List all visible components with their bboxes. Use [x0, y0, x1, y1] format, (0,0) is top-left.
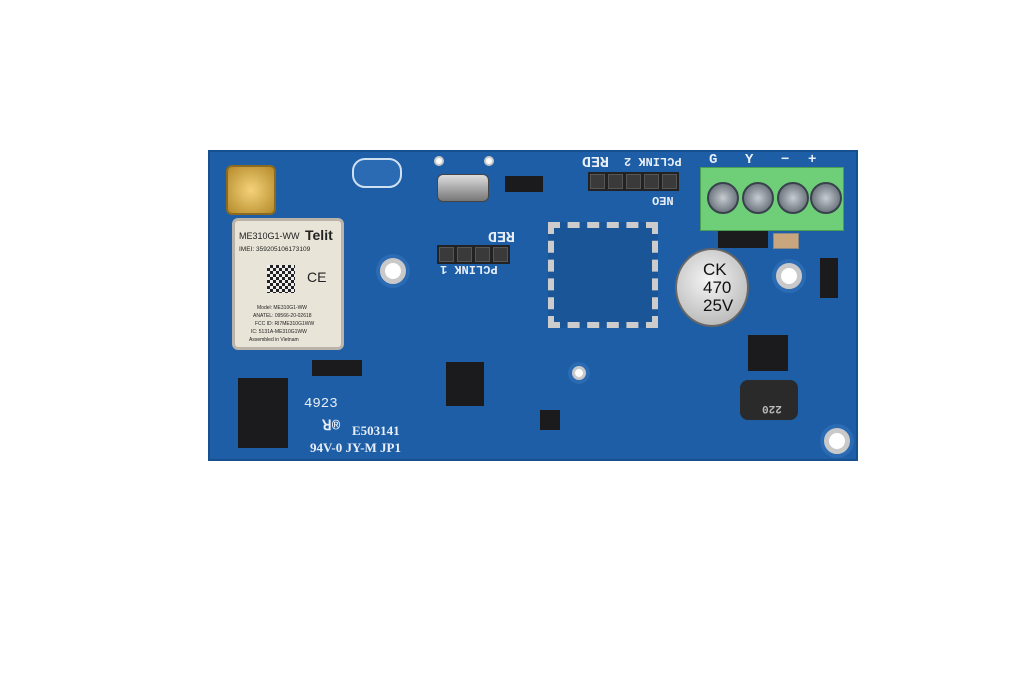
usb-hole-right [484, 156, 494, 166]
board-rating: 94V-0 JY-M JP1 [310, 440, 401, 455]
diode-under-terminal [718, 230, 768, 248]
terminal-y-label: Y [745, 152, 754, 168]
mounting-hole-right [776, 263, 802, 289]
screw-icon[interactable] [707, 182, 739, 214]
ul-mark-icon: ꓤ® [322, 419, 341, 435]
capacitor-line1: CK [703, 260, 727, 279]
usb-hole-left [434, 156, 444, 166]
inductor [740, 380, 798, 420]
module-ic: IC: 5131A-ME310G1WW [251, 329, 307, 335]
ic-chip-middle [446, 362, 484, 406]
screw-icon[interactable] [777, 182, 809, 214]
module-imei: IMEI: 359205106173109 [239, 246, 311, 253]
red1-label: RED [488, 227, 516, 244]
mounting-hole-top [352, 158, 402, 188]
screw-icon[interactable] [810, 182, 842, 214]
terminal-minus-label: − [781, 152, 790, 168]
screw-terminal-block[interactable] [700, 167, 844, 231]
pclink2-label: PCLINK 2 [624, 154, 682, 168]
screw-icon[interactable] [742, 182, 774, 214]
telit-modem-module: ME310G1-WW Telit IMEI: 359205106173109 C… [232, 218, 344, 350]
sma-antenna-connector [226, 165, 276, 215]
board-code: 4923 [304, 396, 338, 412]
module-brand: Telit [305, 227, 333, 243]
main-microcontroller [548, 222, 658, 328]
terminal-plus-label: + [808, 152, 817, 168]
mounting-hole-center [572, 366, 586, 380]
mounting-hole-left [380, 258, 406, 284]
ce-mark-icon: CE [307, 269, 327, 285]
module-assembled: Assembled in Vietnam [249, 337, 299, 343]
module-anatel: ANATEL: 09566-20-02618 [253, 313, 312, 319]
diode-top [505, 176, 543, 192]
mounting-hole-bottom [824, 428, 850, 454]
diode-right [820, 258, 838, 298]
pclink1-label: PCLINK 1 [440, 262, 498, 276]
capacitor-line3: 25V [703, 296, 734, 315]
micro-usb-port[interactable] [437, 174, 489, 202]
red2-label: RED [582, 152, 610, 169]
pclink2-header[interactable] [588, 172, 679, 191]
module-model-line: Model: ME310G1-WW [257, 305, 308, 311]
capacitor-line2: 470 [703, 278, 732, 297]
module-fcc: FCC ID: RI7ME310G1WW [255, 321, 315, 327]
ul-certificate: E503141 [352, 423, 400, 438]
ic-chip-right [748, 335, 788, 371]
pclink1-header[interactable] [437, 245, 510, 264]
ic-chip-left [238, 378, 288, 448]
electrolytic-capacitor: CK 470 25V [675, 248, 749, 327]
neo-label: NEO [652, 193, 674, 207]
module-model: ME310G1-WW [239, 231, 300, 241]
terminal-g-label: G [709, 152, 718, 168]
inductor-label: 220 [762, 402, 782, 414]
transistor-array [312, 360, 362, 376]
transistor [540, 410, 560, 430]
datamatrix-code [267, 265, 295, 293]
resistor [773, 233, 799, 249]
